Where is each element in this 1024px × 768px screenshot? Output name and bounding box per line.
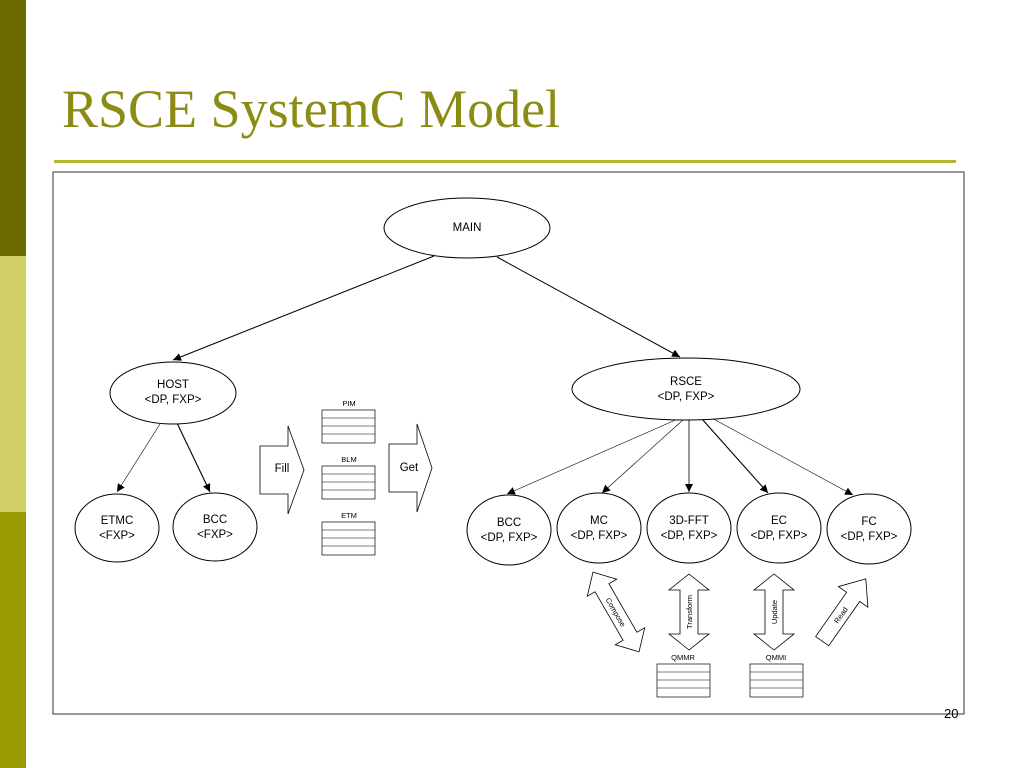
node-3d-fft-type: <DP, FXP> <box>661 530 718 542</box>
node-ec: EC <DP, FXP> <box>736 492 822 564</box>
memory-qmmi: QMMI <box>749 653 804 698</box>
node-etmc-type: <FXP> <box>99 530 135 542</box>
edge-rsce-ec <box>701 418 769 494</box>
tree-edges <box>116 255 854 496</box>
node-host-type: <DP, FXP> <box>145 394 202 406</box>
node-ec-type: <DP, FXP> <box>751 530 808 542</box>
fill-arrow-label: Fill <box>275 463 290 475</box>
node-bcc-host: BCC <FXP> <box>172 492 258 562</box>
update-arrow: Update <box>752 573 796 651</box>
update-arrow-label: Update <box>770 600 779 624</box>
node-3d-fft: 3D-FFT <DP, FXP> <box>646 492 732 564</box>
memory-qmmr-label: QMMR <box>671 653 695 662</box>
memory-pim-label: PIM <box>342 399 355 408</box>
transform-arrow-label: Transform <box>685 595 694 629</box>
read-arrow: Read <box>815 578 869 647</box>
edge-rsce-mc <box>601 418 685 494</box>
node-fc: FC <DP, FXP> <box>826 493 912 565</box>
memory-blm: BLM <box>321 455 376 500</box>
page-number: 20 <box>944 706 959 721</box>
node-etmc-label: ETMC <box>101 515 134 527</box>
node-host-label: HOST <box>157 379 189 391</box>
diagram-frame <box>52 171 965 715</box>
edge-host-bcc <box>176 422 211 493</box>
memory-etm: ETM <box>321 511 376 556</box>
get-arrow: Get <box>388 423 433 513</box>
slide-title: RSCE SystemC Model <box>62 79 561 139</box>
memory-qmmr: QMMR <box>656 653 711 698</box>
node-mc: MC <DP, FXP> <box>556 492 642 564</box>
fill-arrow: Fill <box>259 425 305 515</box>
node-rsce-type: <DP, FXP> <box>658 391 715 403</box>
edge-rsce-bcc <box>506 417 681 495</box>
node-bcc-rsce-type: <DP, FXP> <box>481 532 538 544</box>
node-rsce: RSCE <DP, FXP> <box>571 357 801 421</box>
node-3d-fft-label: 3D-FFT <box>669 515 709 527</box>
node-bcc-rsce-label: BCC <box>497 517 521 529</box>
node-mc-type: <DP, FXP> <box>571 530 628 542</box>
node-rsce-label: RSCE <box>670 376 702 388</box>
edge-rsce-fc <box>707 415 854 496</box>
node-main-label: MAIN <box>453 222 482 234</box>
edge-main-host <box>172 255 435 361</box>
node-fc-type: <DP, FXP> <box>841 531 898 543</box>
memory-pim: PIM <box>321 399 376 444</box>
memory-etm-label: ETM <box>341 511 357 520</box>
sidebar-block-light <box>0 256 26 512</box>
transform-arrow: Transform <box>667 573 711 651</box>
node-bcc-rsce: BCC <DP, FXP> <box>466 494 552 566</box>
node-etmc: ETMC <FXP> <box>74 493 160 563</box>
node-ec-label: EC <box>771 515 787 527</box>
edge-main-rsce <box>496 256 681 358</box>
node-main: MAIN <box>383 197 551 259</box>
edge-host-etmc <box>116 423 161 493</box>
sidebar-block-dark <box>0 0 26 256</box>
title-underline <box>54 160 956 163</box>
memory-blm-label: BLM <box>341 455 356 464</box>
get-arrow-label: Get <box>400 462 419 474</box>
node-host: HOST <DP, FXP> <box>109 361 237 425</box>
node-mc-label: MC <box>590 515 608 527</box>
sidebar-block-mid <box>0 512 26 768</box>
memory-qmmi-label: QMMI <box>766 653 786 662</box>
node-bcc-host-type: <FXP> <box>197 529 233 541</box>
node-bcc-host-label: BCC <box>203 514 227 526</box>
node-fc-label: FC <box>861 516 876 528</box>
